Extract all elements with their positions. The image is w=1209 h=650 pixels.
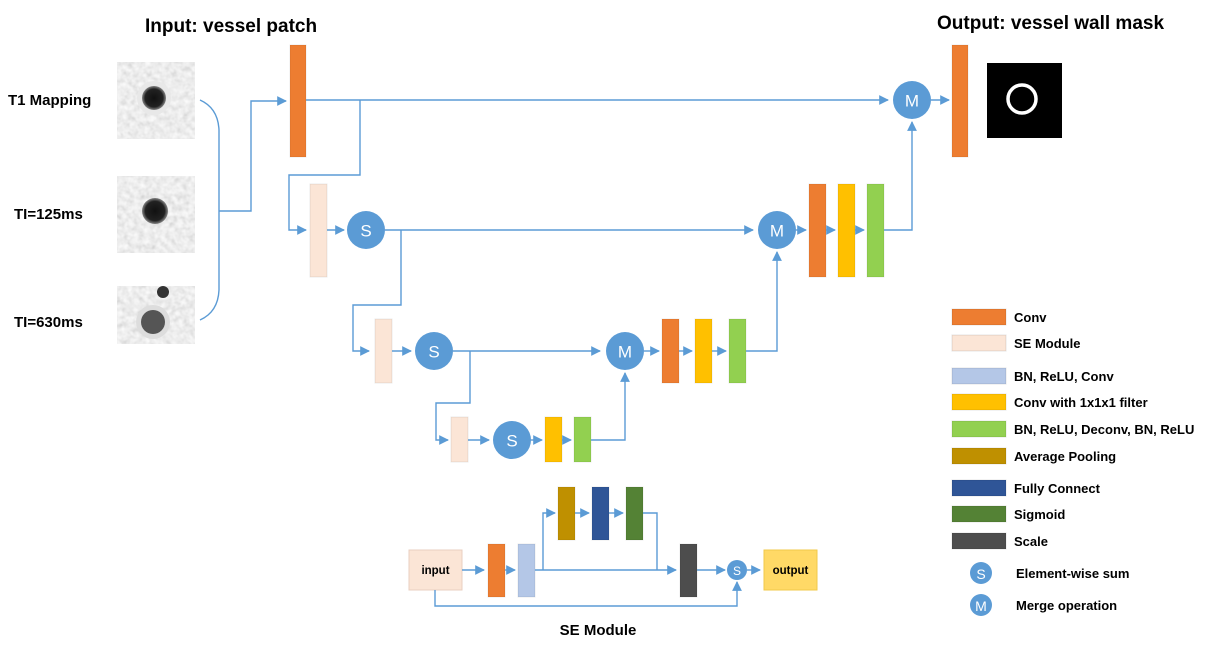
legend-swatch bbox=[951, 420, 1007, 438]
input-label-ti630: TI=630ms bbox=[14, 314, 83, 331]
connector bbox=[288, 100, 361, 235]
connector bbox=[591, 372, 630, 441]
legend-item-element-wise-sum: S Element-wise sum bbox=[970, 562, 1129, 584]
legend-label: Conv with 1x1x1 filter bbox=[1014, 395, 1148, 410]
connector bbox=[643, 512, 658, 570]
se-conv bbox=[487, 543, 506, 598]
legend-swatch bbox=[951, 367, 1007, 385]
legend-label: Merge operation bbox=[1016, 598, 1117, 613]
conv1x1-block-2 bbox=[837, 183, 856, 278]
input-label-t1-mapping: T1 Mapping bbox=[8, 92, 91, 109]
legend-label: Scale bbox=[1014, 534, 1048, 549]
conv-block-1 bbox=[289, 44, 307, 158]
svg-text:M: M bbox=[975, 598, 987, 614]
merge-node-3: M bbox=[606, 332, 644, 370]
legend-item-bn-relu-deconv-bn-relu: BN, ReLU, Deconv, BN, ReLU bbox=[951, 420, 1194, 438]
legend-item-conv-with-1x1x1-filter: Conv with 1x1x1 filter bbox=[951, 393, 1148, 411]
se-input-label: input bbox=[421, 565, 449, 577]
merge-node-1: M bbox=[893, 81, 931, 119]
svg-text:S: S bbox=[506, 432, 517, 451]
connector bbox=[352, 230, 402, 356]
sum-node-2: S bbox=[415, 332, 453, 370]
legend-swatch bbox=[951, 532, 1007, 550]
conv-block-output bbox=[951, 44, 969, 158]
legend-label: Conv bbox=[1014, 310, 1047, 325]
se-module-detail: input S output SE Module bbox=[408, 486, 818, 639]
legend-item-merge-operation: M Merge operation bbox=[970, 594, 1117, 616]
se-block-3 bbox=[450, 416, 469, 463]
se-residual-connection bbox=[434, 581, 742, 607]
se-bn-relu-conv bbox=[517, 543, 536, 598]
legend-item-scale: Scale bbox=[951, 532, 1048, 550]
conv-block-3 bbox=[661, 318, 680, 384]
legend-item-se-module: SE Module bbox=[951, 334, 1080, 352]
input-brace bbox=[199, 99, 220, 321]
legend-swatch bbox=[951, 447, 1007, 465]
vessel-patch-ti125 bbox=[117, 176, 195, 253]
vessel-wall-mask bbox=[987, 63, 1062, 138]
legend-item-average-pooling: Average Pooling bbox=[951, 447, 1116, 465]
sum-node-1: S bbox=[347, 211, 385, 249]
legend-label: Average Pooling bbox=[1014, 449, 1116, 464]
legend-swatch bbox=[951, 334, 1007, 352]
svg-text:S: S bbox=[976, 566, 985, 582]
legend-label: SE Module bbox=[1014, 336, 1080, 351]
conv1x1-block-3 bbox=[694, 318, 713, 384]
legend-label: Fully Connect bbox=[1014, 481, 1101, 496]
output-title: Output: vessel wall mask bbox=[937, 13, 1164, 34]
vessel-patch-t1-mapping bbox=[117, 62, 195, 139]
legend-swatch bbox=[951, 308, 1007, 326]
se-scale bbox=[679, 543, 698, 598]
se-output-label: output bbox=[773, 565, 809, 577]
legend-swatch bbox=[951, 505, 1007, 523]
sum-node-3: S bbox=[493, 421, 531, 459]
deconv-block-3 bbox=[728, 318, 747, 384]
legend-label: Element-wise sum bbox=[1016, 566, 1129, 581]
vessel-patch-ti630 bbox=[117, 286, 195, 344]
svg-text:S: S bbox=[428, 343, 439, 362]
legend-item-sigmoid: Sigmoid bbox=[951, 505, 1065, 523]
se-sum-node: S bbox=[727, 560, 747, 580]
connector bbox=[435, 351, 471, 445]
legend-node-icon bbox=[970, 562, 992, 584]
svg-text:M: M bbox=[905, 92, 919, 111]
se-output-box bbox=[763, 549, 818, 591]
connector bbox=[219, 96, 287, 212]
connector bbox=[746, 251, 782, 352]
legend-node-icon bbox=[970, 594, 992, 616]
connector bbox=[884, 121, 917, 231]
merge-node-2: M bbox=[758, 211, 796, 249]
legend-item-conv: Conv bbox=[951, 308, 1047, 326]
se-module-title: SE Module bbox=[560, 622, 637, 639]
deconv-block-4 bbox=[573, 416, 592, 463]
se-block-2 bbox=[374, 318, 393, 384]
svg-text:M: M bbox=[618, 343, 632, 362]
se-block-1 bbox=[309, 183, 328, 278]
input-title: Input: vessel patch bbox=[145, 16, 317, 37]
legend-label: BN, ReLU, Conv bbox=[1014, 369, 1114, 384]
svg-text:M: M bbox=[770, 222, 784, 241]
svg-text:S: S bbox=[733, 564, 741, 578]
se-avgpool bbox=[557, 486, 576, 541]
legend-label: BN, ReLU, Deconv, BN, ReLU bbox=[1014, 422, 1194, 437]
legend-item-bn-relu-conv: BN, ReLU, Conv bbox=[951, 367, 1114, 385]
deconv-block-2 bbox=[866, 183, 885, 278]
legend-swatch bbox=[951, 393, 1007, 411]
legend-item-fully-connect: Fully Connect bbox=[951, 479, 1101, 497]
conv-block-2 bbox=[808, 183, 827, 278]
legend-swatch bbox=[951, 479, 1007, 497]
svg-text:S: S bbox=[360, 222, 371, 241]
se-sigmoid bbox=[625, 486, 644, 541]
connector bbox=[542, 508, 556, 570]
conv1x1-block-4 bbox=[544, 416, 563, 463]
legend-label: Sigmoid bbox=[1014, 507, 1065, 522]
input-label-ti125: TI=125ms bbox=[14, 206, 83, 223]
se-fully-connect bbox=[591, 486, 610, 541]
